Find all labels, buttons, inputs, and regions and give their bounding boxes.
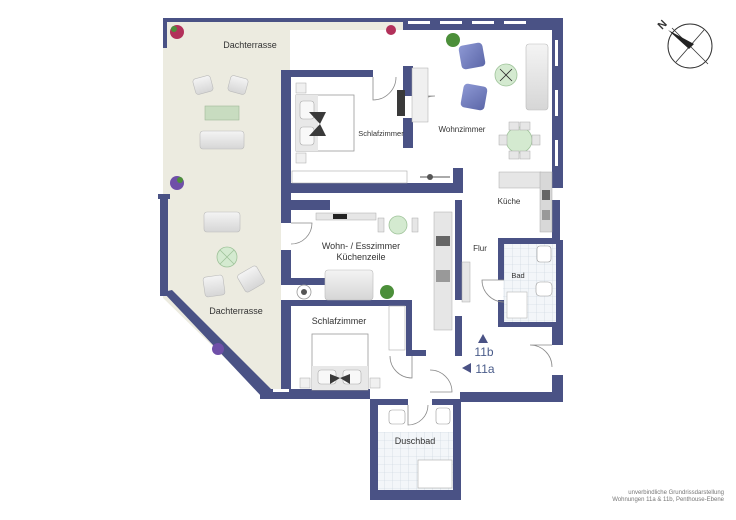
footer-line-1: unverbindliche Grundrissdarstellung	[628, 490, 724, 496]
duschbad-fixtures	[388, 407, 453, 489]
unit-a-marker	[462, 363, 471, 373]
label-kueche: Küche	[498, 197, 521, 206]
living-room-furniture	[411, 33, 549, 180]
footer-line-2: Wohnungen 11a & 11b, Penthouse-Ebene	[612, 497, 724, 503]
label-wohnzimmer: Wohnzimmer	[439, 125, 486, 134]
terrace-left-furniture	[202, 211, 265, 355]
label-wohn-esszimmer: Wohn- / Esszimmer	[322, 241, 400, 251]
terrace-top-furniture	[170, 25, 396, 190]
compass-icon	[667, 23, 713, 69]
dining-living-furniture	[296, 211, 471, 331]
flower-pot-bottom	[212, 343, 224, 355]
label-kuechenzeile: Küchenzeile	[336, 252, 385, 262]
label-dachterrasse-left: Dachterrasse	[209, 306, 263, 316]
unit-b-marker	[478, 334, 488, 343]
bedroom-lower-furniture	[299, 305, 406, 391]
label-bad: Bad	[511, 271, 524, 280]
unit-label-11a: 11a	[475, 362, 494, 376]
flower-pot-top-right	[386, 25, 396, 35]
plant-living	[446, 33, 460, 47]
compass-north-label: N	[656, 18, 670, 32]
plant-dining	[380, 285, 394, 299]
label-schlafzimmer-lower: Schlafzimmer	[312, 316, 367, 326]
kitchen-furniture	[498, 171, 553, 233]
label-schlafzimmer-upper: Schlafzimmer	[358, 129, 404, 138]
bad-fixtures	[506, 245, 553, 319]
windows	[273, 21, 558, 392]
label-dachterrasse-top: Dachterrasse	[223, 40, 277, 50]
bedroom-upper-furniture	[291, 82, 408, 184]
label-duschbad: Duschbad	[395, 436, 436, 446]
label-flur: Flur	[473, 244, 487, 253]
unit-label-11b: 11b	[474, 345, 493, 359]
